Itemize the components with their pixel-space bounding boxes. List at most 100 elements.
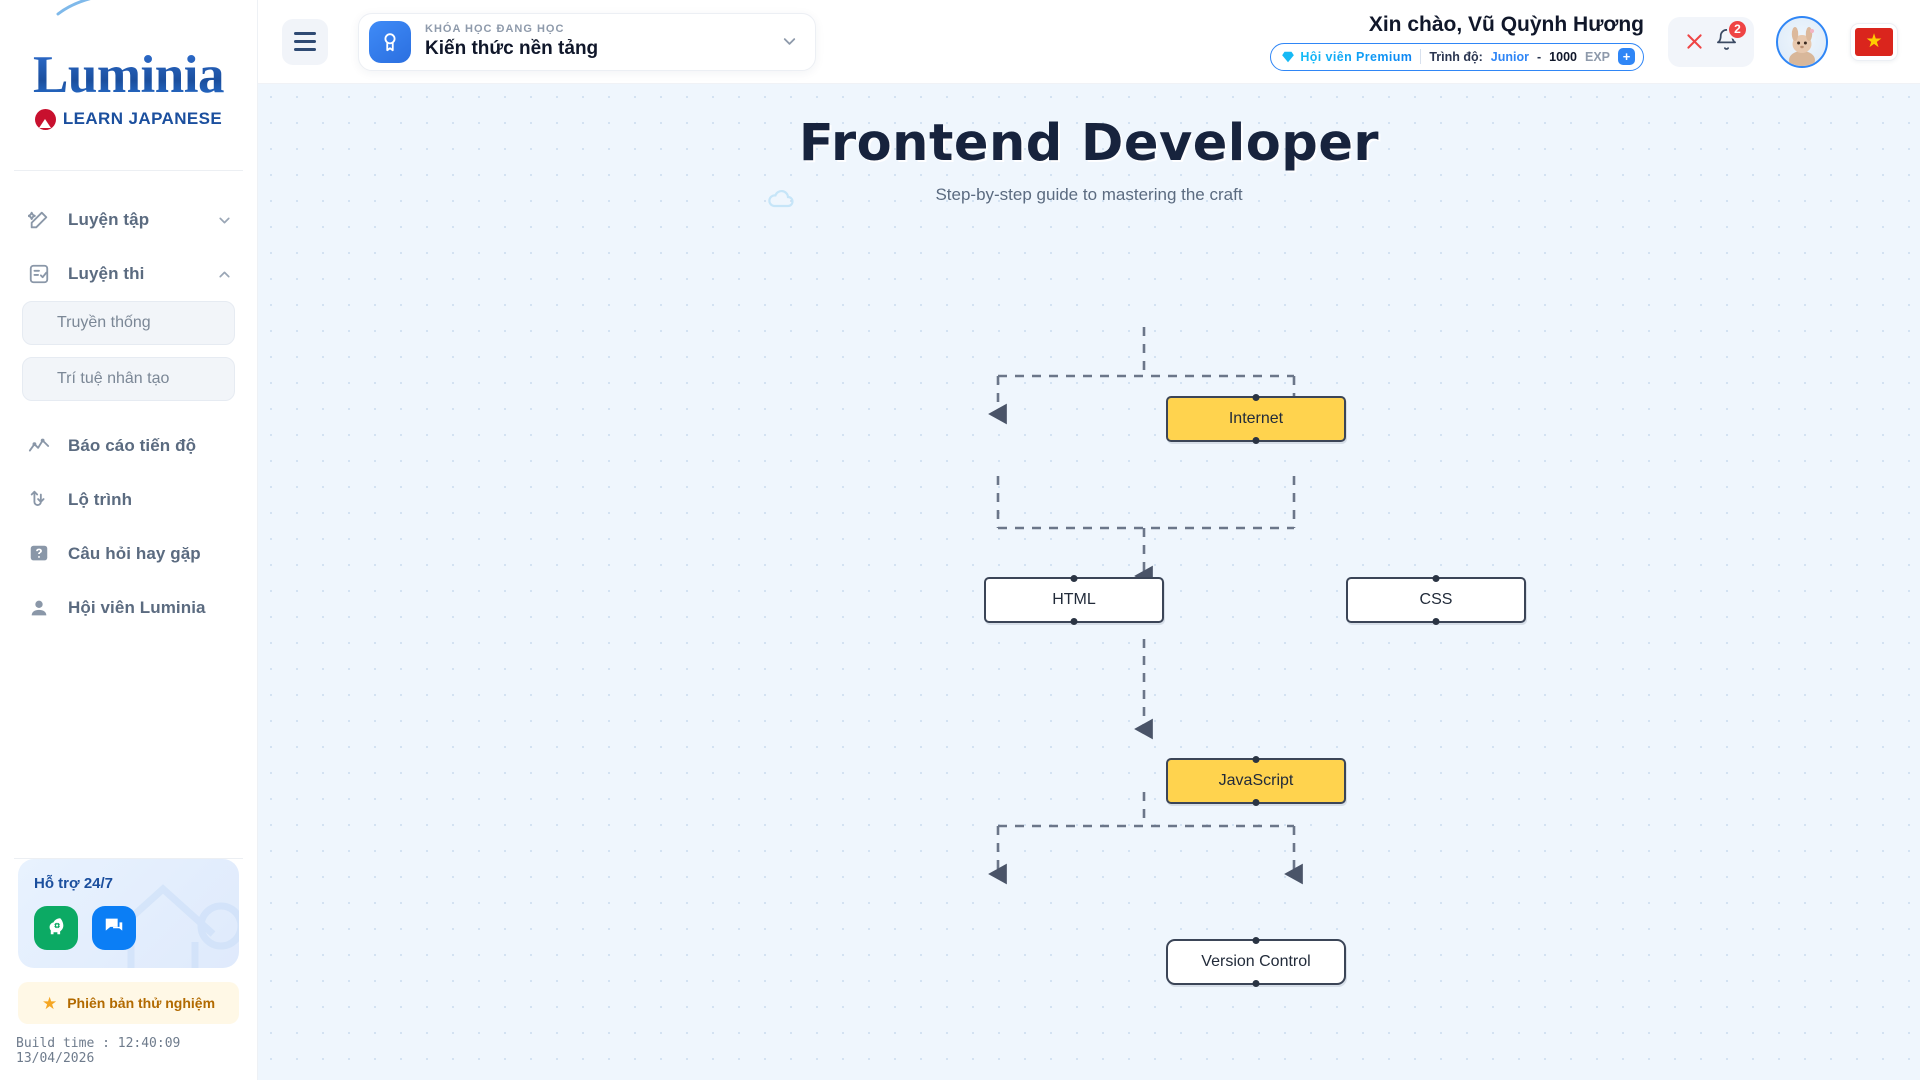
premium-label-wrap: Hội viên Premium: [1281, 50, 1412, 64]
support-card: Hỗ trợ 24/7: [18, 859, 239, 968]
cloud-icon: [768, 189, 794, 208]
user-info: Xin chào, Vũ Quỳnh Hương Hội viên Premiu…: [1270, 13, 1644, 71]
avatar-image: [1789, 26, 1815, 66]
sidebar-nav: Luyện tập Luyện thi Truyền thống Trí tuệ…: [0, 171, 257, 635]
sidebar-item-cau-hoi-hay-gap[interactable]: Câu hỏi hay gặp: [0, 527, 257, 581]
roadmap-header: Frontend Developer Step-by-step guide to…: [258, 114, 1920, 205]
japan-mark-icon: [34, 108, 56, 130]
roadmap-node-internet[interactable]: Internet: [1166, 394, 1346, 444]
brand-name: Luminia: [33, 45, 224, 104]
level-value: Junior: [1490, 49, 1529, 64]
ai-assistant-button[interactable]: [34, 906, 78, 950]
chat-bubble-icon: [103, 915, 125, 942]
pill-separator: [1420, 49, 1422, 64]
roadmap-node-version-control[interactable]: Version Control: [1166, 937, 1346, 987]
page-title: Frontend Developer: [798, 114, 1380, 173]
node-label: Internet: [1228, 410, 1284, 427]
roadmap-node-javascript[interactable]: JavaScript: [1166, 756, 1346, 806]
chevron-down-icon[interactable]: [780, 32, 799, 51]
roadmap-node-html[interactable]: HTML: [984, 575, 1164, 625]
sidebar-spacer: [0, 635, 257, 858]
hamburger-icon[interactable]: [282, 18, 328, 65]
brand-tagline: LEARN JAPANESE: [62, 109, 223, 128]
medal-icon: [369, 20, 411, 63]
node-port-top: [1252, 756, 1260, 763]
node-label: HTML: [1052, 591, 1096, 608]
route-icon: [26, 487, 52, 513]
node-label: CSS: [1419, 591, 1453, 608]
user-icon: [26, 595, 52, 621]
notifications-button[interactable]: 2: [1715, 18, 1748, 56]
sidebar-item-label: Hội viên Luminia: [68, 598, 206, 617]
sidebar-divider-top: [14, 170, 243, 171]
node-port-bottom: [1252, 799, 1260, 806]
sidebar-item-label: Luyện thi: [68, 264, 145, 283]
sidebar-item-luyen-tap[interactable]: Luyện tập: [0, 193, 257, 247]
checklist-icon: [26, 261, 52, 287]
live-chat-button[interactable]: [92, 906, 136, 950]
sidebar-subitem-label: Trí tuệ nhân tạo: [57, 370, 170, 387]
build-time: Build time : 12:40:09 13/04/2026: [16, 1036, 181, 1066]
trend-chart-icon: [26, 433, 52, 459]
level-dash: -: [1537, 49, 1542, 64]
brand-logo[interactable]: Luminia LEARN JAPANESE: [0, 0, 257, 170]
node-port-top: [1432, 575, 1440, 582]
node-port-bottom: [1432, 618, 1440, 625]
node-port-top: [1252, 937, 1260, 944]
node-port-top: [1070, 575, 1078, 582]
question-icon: [26, 541, 52, 567]
roadmap-nodes: Internet HTML CSS JavaScript Version: [258, 84, 1920, 1080]
logo-arc-decoration: [56, 0, 92, 16]
topbar-icon-group: 2: [1668, 16, 1754, 67]
sidebar-item-label: Câu hỏi hay gặp: [68, 544, 201, 563]
sidebar-item-label: Báo cáo tiến độ: [68, 436, 197, 455]
chevron-up-icon[interactable]: [216, 266, 233, 283]
status-badge: Hội viên Premium Trình độ: Junior - 1000…: [1270, 42, 1644, 71]
notification-count-badge: 2: [1727, 18, 1748, 40]
sidebar-item-label: Luyện tập: [68, 210, 150, 229]
sidebar-item-hoi-vien-luminia[interactable]: Hội viên Luminia: [0, 581, 257, 635]
beta-banner[interactable]: ★ Phiên bản thử nghiệm: [18, 982, 239, 1024]
sidebar-subitem-label: Truyền thống: [57, 314, 151, 331]
course-name: Kiến thức nền tảng: [425, 38, 599, 60]
node-port-bottom: [1252, 980, 1260, 987]
node-port-bottom: [1252, 437, 1260, 444]
sidebar: Luminia LEARN JAPANESE Luyện tập: [0, 0, 258, 1080]
vietnam-flag[interactable]: ★: [1850, 22, 1898, 61]
avatar[interactable]: [1776, 15, 1828, 68]
flag-star-icon: ★: [1855, 27, 1893, 56]
close-x-icon[interactable]: [1684, 31, 1705, 52]
page-subtitle: Step-by-step guide to mastering the craf…: [935, 185, 1243, 204]
premium-label: Hội viên Premium: [1300, 49, 1413, 64]
exp-unit: EXP: [1584, 49, 1610, 64]
node-label: JavaScript: [1218, 772, 1294, 789]
add-exp-button[interactable]: +: [1618, 48, 1635, 65]
sidebar-subitem-truyen-thong[interactable]: Truyền thống: [22, 301, 235, 345]
node-port-top: [1252, 394, 1260, 401]
sidebar-item-luyen-thi[interactable]: Luyện thi: [0, 247, 257, 301]
node-label: Version Control: [1201, 953, 1311, 970]
course-kicker: KHÓA HỌC ĐANG HỌC: [425, 22, 565, 35]
sidebar-item-label: Lộ trình: [68, 490, 133, 509]
gem-icon: [1281, 50, 1295, 64]
main-area: KHÓA HỌC ĐANG HỌC Kiến thức nền tảng Xin…: [258, 0, 1920, 1080]
sidebar-item-lo-trinh[interactable]: Lộ trình: [0, 473, 257, 527]
sidebar-divider-bottom: [14, 858, 243, 859]
star-icon: ★: [41, 993, 58, 1013]
support-title: Hỗ trợ 24/7: [34, 875, 114, 892]
level-label: Trình độ:: [1429, 49, 1483, 64]
pencil-sparkle-icon: [26, 207, 52, 233]
sidebar-item-bao-cao-tien-do[interactable]: Báo cáo tiến độ: [0, 419, 257, 473]
current-course-selector[interactable]: KHÓA HỌC ĐANG HỌC Kiến thức nền tảng: [358, 12, 816, 71]
greeting-text: Xin chào, Vũ Quỳnh Hương: [1368, 12, 1644, 36]
node-port-bottom: [1070, 618, 1078, 625]
top-bar: KHÓA HỌC ĐANG HỌC Kiến thức nền tảng Xin…: [258, 0, 1920, 84]
brain-gear-icon: [45, 915, 67, 942]
chevron-down-icon[interactable]: [216, 212, 233, 229]
roadmap-node-css[interactable]: CSS: [1346, 575, 1526, 625]
beta-label: Phiên bản thử nghiệm: [67, 995, 216, 1011]
exp-value: 1000: [1549, 49, 1577, 64]
sidebar-subitem-tri-tue-nhan-tao[interactable]: Trí tuệ nhân tạo: [22, 357, 235, 401]
roadmap-canvas[interactable]: Frontend Developer Step-by-step guide to…: [258, 84, 1920, 1080]
sidebar-subnav-luyen-thi: Truyền thống Trí tuệ nhân tạo: [0, 301, 257, 419]
